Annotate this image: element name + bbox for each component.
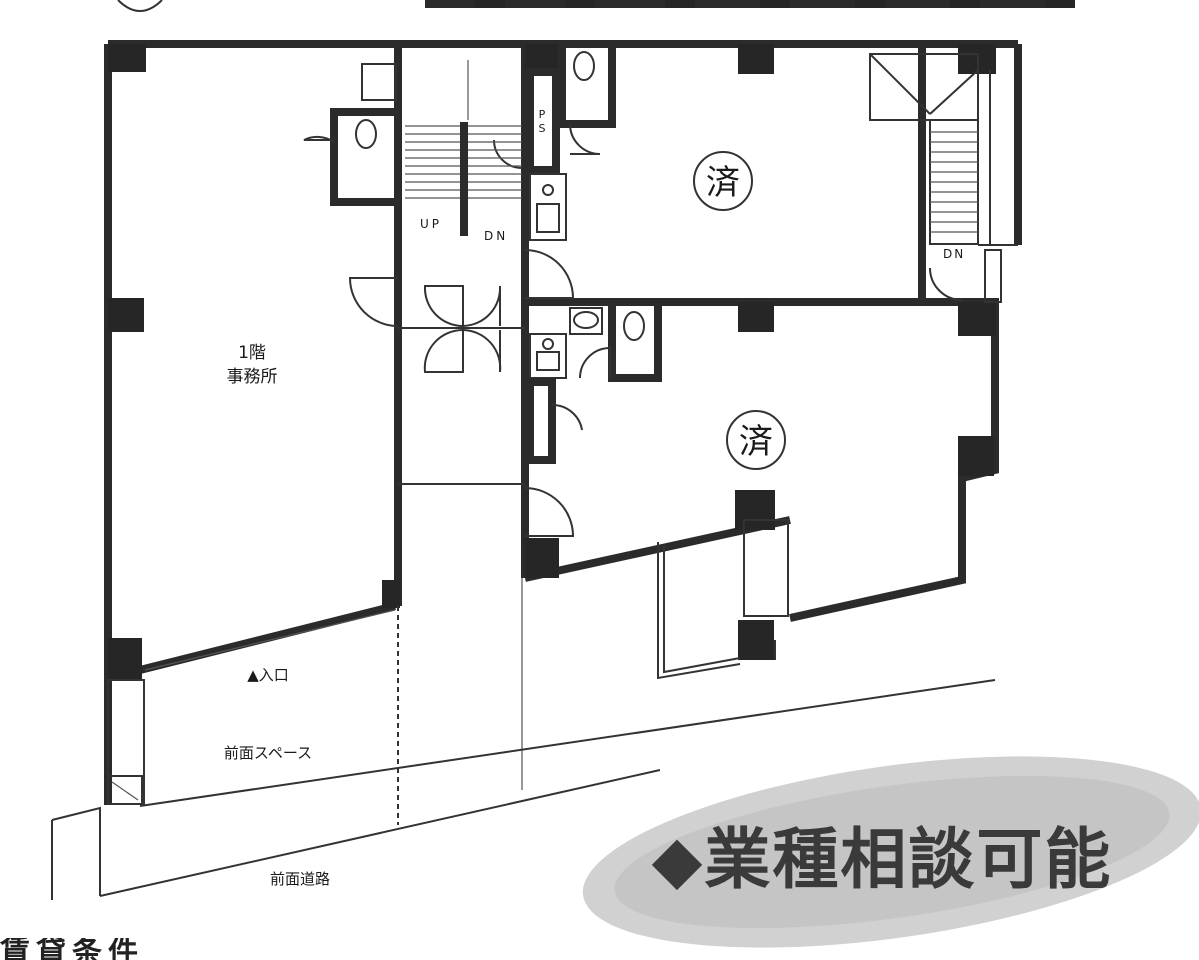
office-floor-label: 1階 (238, 343, 266, 363)
catchphrase-banner: ◆業種相談可能 (582, 756, 1199, 948)
status-badge-upper (693, 151, 753, 211)
status-label-upper: 済 (706, 163, 740, 203)
frontage (51, 578, 996, 900)
toilet-fixtures (303, 40, 662, 464)
ps-label-bottom: S (539, 122, 546, 135)
main-staircase: UP DN (405, 60, 522, 243)
inner-walls (394, 44, 995, 606)
catchphrase-text: ◆業種相談可能 (652, 821, 1113, 898)
office-name-label: 事務所 (227, 367, 278, 387)
rear-staircase: DN (869, 53, 1018, 303)
doors (348, 249, 575, 537)
outer-walls (104, 40, 1022, 805)
status-badge-lower (726, 410, 786, 470)
bottom-caption: 賃貸条件 (0, 938, 144, 960)
front-space-label: 前面スペース (224, 744, 312, 762)
balcony (657, 519, 789, 680)
status-label-lower: 済 (739, 422, 773, 462)
room-labels: 1階 事務所 P S 済 済 ▲入口 前面スペース 前面道路 (224, 108, 786, 888)
stairs-up-label: UP (420, 217, 442, 231)
stairs-down-label: DN (484, 229, 508, 243)
entrance-label: ▲入口 (247, 666, 289, 684)
top-remnants (117, 0, 1075, 12)
front-road-label: 前面道路 (270, 870, 330, 888)
ps-label-top: P (539, 108, 546, 121)
rear-stairs-down-label: DN (943, 247, 965, 261)
